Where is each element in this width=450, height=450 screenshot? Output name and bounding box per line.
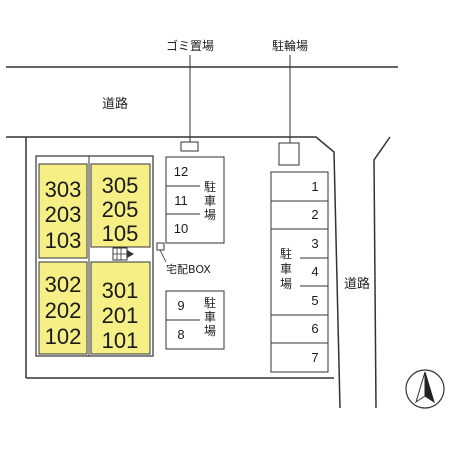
apartment-building: 303 203 103 305 205 105 302 202 102 301 … xyxy=(35,155,154,357)
unit-number: 203 xyxy=(45,202,82,227)
parking-space-number: 3 xyxy=(311,236,318,251)
parking-space-number: 2 xyxy=(311,207,318,222)
road-edge-right xyxy=(373,136,391,409)
unit-number: 101 xyxy=(102,328,139,353)
road-label-top: 道路 xyxy=(102,96,128,112)
parking-label-char: 場 xyxy=(280,277,292,291)
parking-space-number: 12 xyxy=(174,164,188,179)
unit-number: 102 xyxy=(45,324,82,349)
garbage-label: ゴミ置場 xyxy=(166,38,214,53)
garbage-box xyxy=(180,141,199,152)
unit-number: 305 xyxy=(102,173,139,198)
unit-number: 301 xyxy=(102,278,139,303)
unit-block-a xyxy=(38,163,88,259)
parking-space-number: 10 xyxy=(174,221,188,236)
parking-label-char: 場 xyxy=(204,324,216,338)
road-label-right: 道路 xyxy=(344,276,370,292)
unit-number: 302 xyxy=(45,272,82,297)
parking-label-char: 駐 xyxy=(204,295,216,310)
unit-number: 205 xyxy=(102,197,139,222)
parking-space-number: 9 xyxy=(177,298,184,313)
unit-number: 103 xyxy=(45,228,82,253)
delivery-box-label: 宅配BOX xyxy=(166,262,211,276)
parking-label-char: 駐 xyxy=(280,246,292,261)
parking-space-number: 6 xyxy=(311,321,318,336)
unit-number: 202 xyxy=(45,298,82,323)
parking-space-number: 5 xyxy=(311,293,318,308)
parking-label-char: 駐 xyxy=(204,179,216,194)
bicycle-label: 駐輪場 xyxy=(272,38,308,53)
parking-label-char: 車 xyxy=(204,194,216,208)
parking-label-char: 車 xyxy=(280,262,292,276)
parking-label-char: 場 xyxy=(204,208,216,222)
north-arrow-icon xyxy=(405,369,445,409)
parking-label-char: 車 xyxy=(204,310,216,324)
parking-outline xyxy=(270,171,329,373)
parking-lot-right: 1 2 3 4 5 6 7 駐 車 場 xyxy=(270,171,329,373)
unit-number: 303 xyxy=(45,177,82,202)
unit-number: 105 xyxy=(102,221,139,246)
parking-lot-mid-bottom: 9 8 駐 車 場 xyxy=(165,290,225,350)
unit-block-b xyxy=(90,163,151,248)
bicycle-parking xyxy=(278,142,300,166)
unit-number: 201 xyxy=(102,303,139,328)
parking-lot-mid-top: 12 11 10 駐 車 場 xyxy=(165,156,225,244)
parking-outline xyxy=(165,156,225,244)
parking-space-number: 4 xyxy=(311,264,318,279)
property-boundary xyxy=(6,136,341,409)
parking-space-number: 7 xyxy=(311,350,318,365)
delivery-box-marker xyxy=(156,242,165,251)
parking-space-number: 8 xyxy=(177,327,184,342)
unit-block-d xyxy=(90,261,151,355)
unit-block-c xyxy=(38,261,88,355)
stairs-icon xyxy=(112,247,134,261)
parking-space-number: 1 xyxy=(311,179,318,194)
delivery-box-leader xyxy=(159,249,167,263)
parking-space-number: 11 xyxy=(174,193,188,208)
